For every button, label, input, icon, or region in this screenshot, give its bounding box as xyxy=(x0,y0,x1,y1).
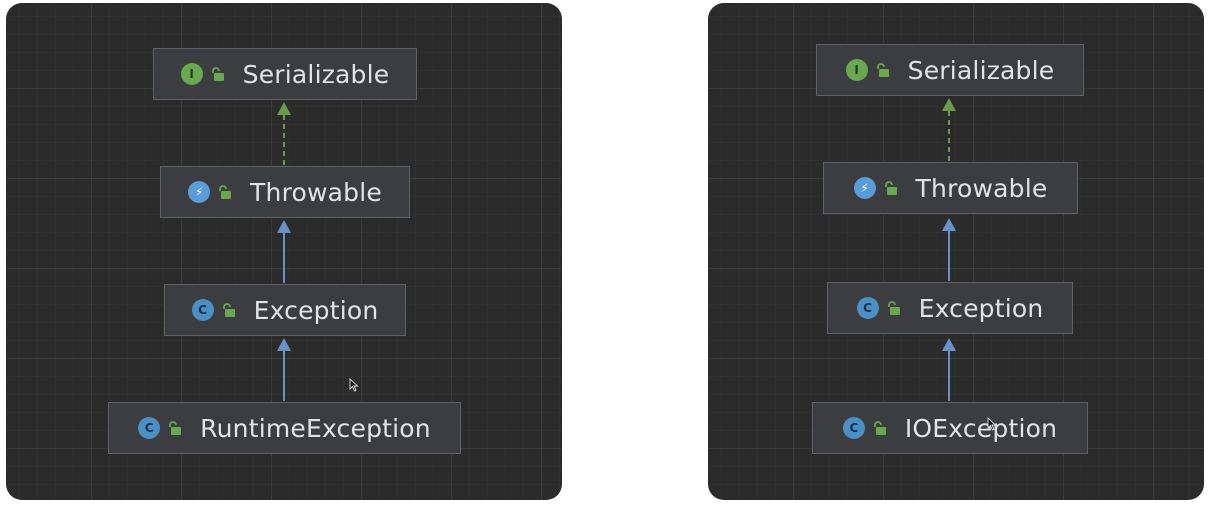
class-node[interactable]: ⚡ Throwable xyxy=(823,162,1078,214)
lock-icon xyxy=(884,181,897,195)
lock-icon xyxy=(169,421,182,435)
lock-icon xyxy=(222,303,235,317)
interface-icon: I xyxy=(180,63,203,85)
edge-arrowhead xyxy=(942,338,956,351)
class-node[interactable]: C RuntimeException xyxy=(108,402,461,454)
lock-icon xyxy=(211,67,224,81)
class-node[interactable]: I Serializable xyxy=(816,44,1084,96)
node-label: Exception xyxy=(918,293,1044,323)
mouse-cursor-icon xyxy=(987,417,997,431)
lock-icon xyxy=(219,185,232,199)
class-node[interactable]: C Exception xyxy=(827,282,1073,334)
diagram-edges xyxy=(277,102,291,401)
node-label: Throwable xyxy=(915,173,1048,203)
node-label: Serializable xyxy=(907,55,1055,85)
lock-icon xyxy=(887,301,900,315)
class-icon: C xyxy=(191,299,214,321)
node-label: Serializable xyxy=(242,59,390,89)
mouse-cursor-icon xyxy=(349,378,359,392)
edge-arrowhead xyxy=(277,102,291,115)
edge-arrowhead xyxy=(277,220,291,233)
class-node[interactable]: ⚡ Throwable xyxy=(160,166,410,218)
class-node[interactable]: C IOException xyxy=(812,402,1088,454)
throwable-icon: ⚡ xyxy=(188,181,211,203)
node-label: RuntimeException xyxy=(200,413,431,443)
diagram-panel-right: I Serializable ⚡ Throwable C Exception C… xyxy=(708,3,1204,500)
lock-icon xyxy=(876,63,889,77)
class-node[interactable]: I Serializable xyxy=(153,48,417,100)
throwable-icon: ⚡ xyxy=(853,177,876,199)
class-node[interactable]: C Exception xyxy=(164,284,406,336)
node-label: Throwable xyxy=(250,177,382,207)
node-label: IOException xyxy=(904,413,1058,443)
lock-icon xyxy=(873,421,886,435)
class-icon: C xyxy=(138,417,161,439)
diagram-panel-left: I Serializable ⚡ Throwable C Exception C… xyxy=(6,3,562,500)
edge-arrowhead xyxy=(942,98,956,111)
interface-icon: I xyxy=(845,59,868,81)
class-icon: C xyxy=(856,297,879,319)
diagram-edges xyxy=(942,98,956,401)
edge-arrowhead xyxy=(277,338,291,351)
node-label: Exception xyxy=(253,295,379,325)
class-icon: C xyxy=(842,417,865,439)
edge-arrowhead xyxy=(942,218,956,231)
